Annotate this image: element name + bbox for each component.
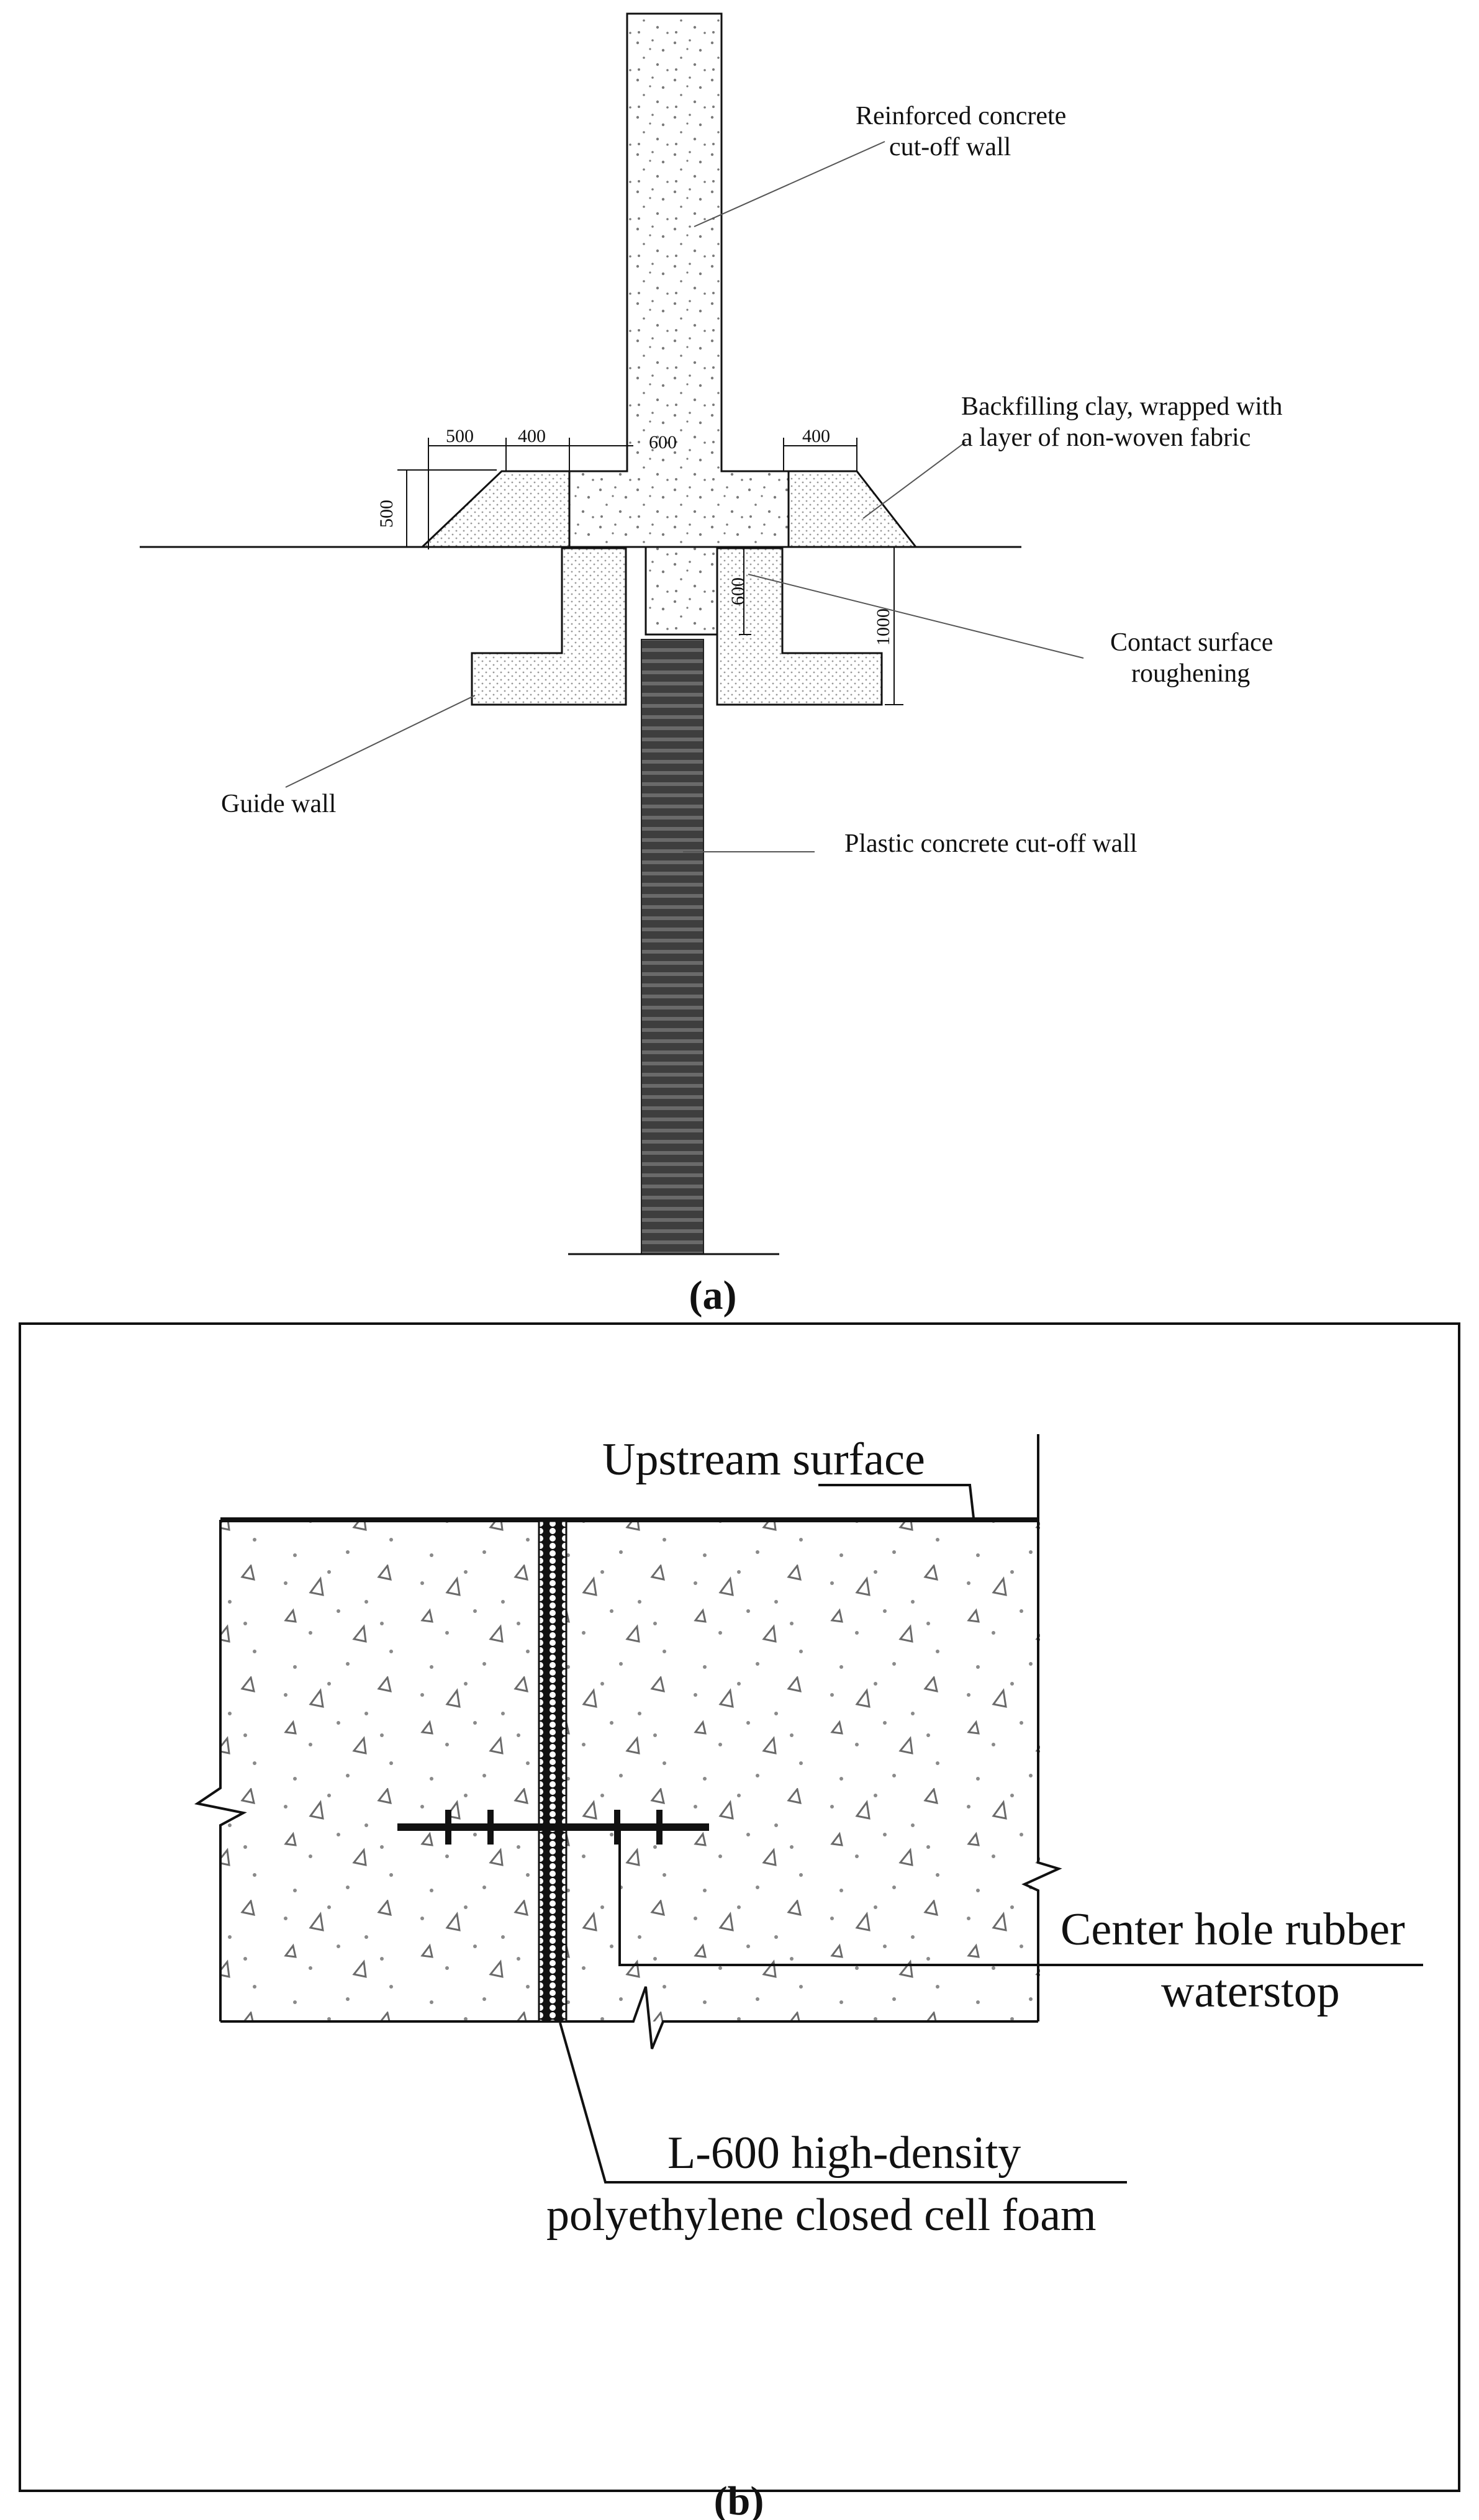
label-upstream-surface: Upstream surface (602, 1434, 925, 1485)
label-waterstop-line1: Center hole rubber (1061, 1904, 1405, 1955)
backfill-clay-left (420, 470, 571, 548)
label-backfill-line1: Backfilling clay, wrapped with (961, 392, 1282, 421)
guide-wall-right (716, 547, 883, 706)
label-foam-line2: polyethylene closed cell foam (546, 2190, 1097, 2241)
label-guide-wall: Guide wall (221, 790, 336, 818)
panel-a: 500 400 600 400 500 600 1000 Reinforced … (140, 12, 1282, 1318)
dim-600-top: 600 (649, 432, 677, 453)
dim-1000: 1000 (873, 608, 893, 646)
label-reinforced-line1: Reinforced concrete (856, 102, 1066, 130)
label-foam-line1: L-600 high-density (667, 2128, 1021, 2179)
concrete-body (220, 1520, 1040, 2021)
label-reinforced-line2: cut-off wall (889, 133, 1011, 161)
plastic-concrete-wall (641, 639, 704, 1255)
leader-lines-b (559, 1484, 1423, 2184)
rubber-waterstop (397, 1810, 709, 1845)
dim-600-right: 600 (728, 577, 748, 605)
dim-400-left: 400 (518, 426, 546, 446)
caption-b: (b) (714, 2478, 764, 2520)
dimension-lines (397, 438, 903, 705)
reinforced-concrete-wall (568, 12, 790, 636)
dim-500-side: 500 (376, 500, 397, 528)
foam-joint (538, 1520, 568, 2023)
leader-lines-a (285, 141, 1084, 852)
label-contact-line1: Contact surface (1110, 628, 1273, 657)
panel-b: Upstream surface Center hole rubber wate… (19, 1322, 1460, 2520)
panel-b-frame (19, 1322, 1460, 2492)
dim-500-top: 500 (446, 426, 474, 446)
label-plastic-wall: Plastic concrete cut-off wall (844, 829, 1138, 858)
backfill-clay-right (787, 470, 918, 548)
label-backfill-line2: a layer of non-woven fabric (961, 423, 1251, 452)
guide-wall-left (471, 547, 627, 706)
dim-400-right: 400 (802, 426, 830, 446)
label-waterstop-line2: waterstop (1161, 1966, 1340, 2017)
caption-a: (a) (689, 1273, 737, 1318)
label-contact-line2: roughening (1131, 659, 1250, 688)
